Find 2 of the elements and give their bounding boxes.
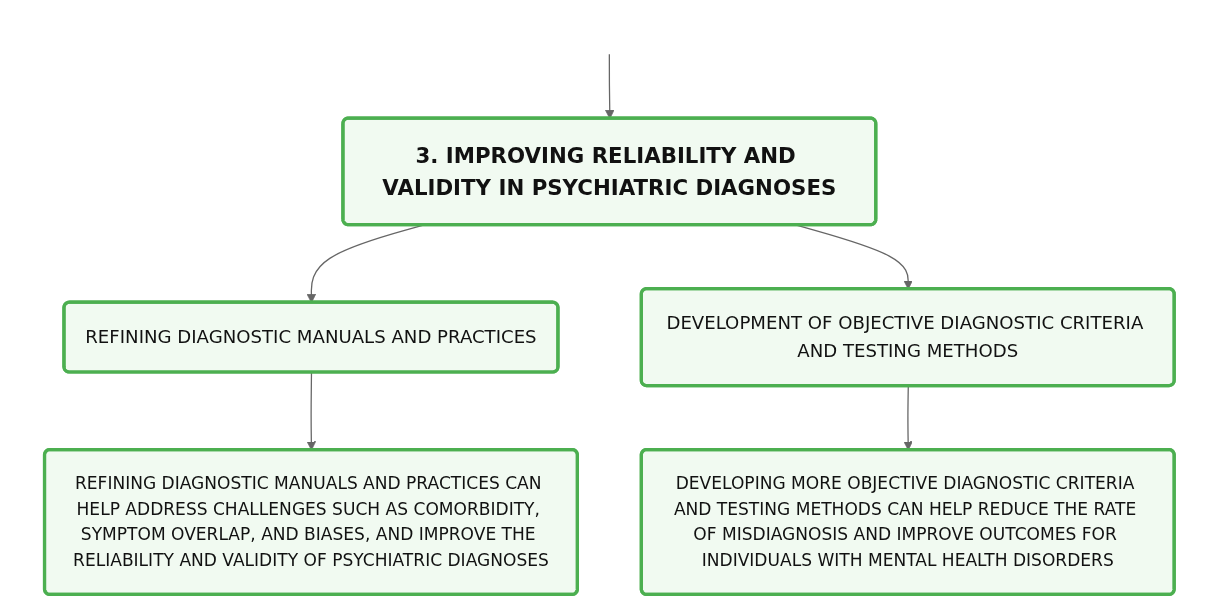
arrow [903,385,913,450]
arrow [306,371,317,450]
